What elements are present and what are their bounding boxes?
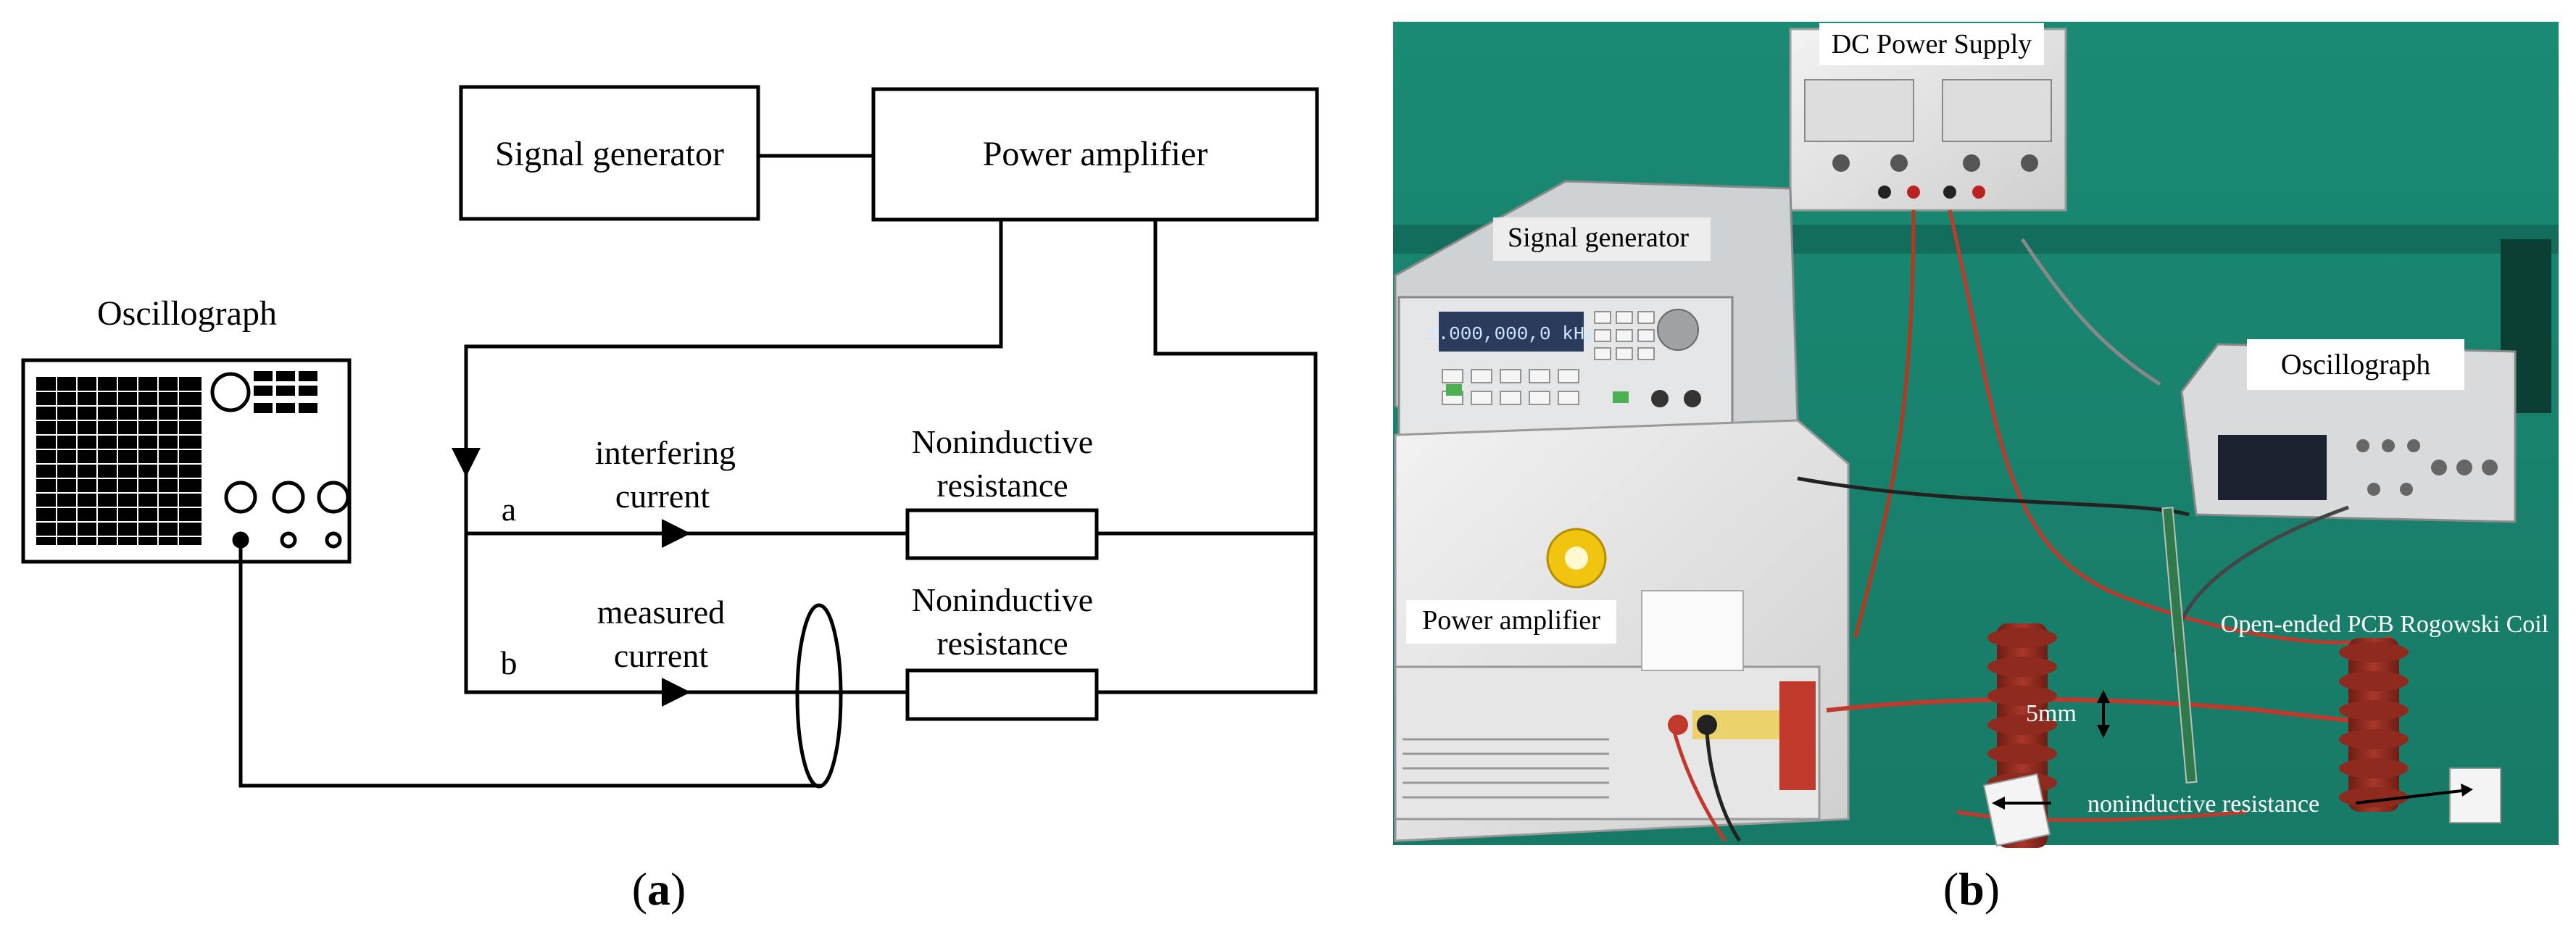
resistor-b: [905, 668, 1099, 721]
oscillograph-button-bank: [254, 371, 317, 413]
oscillograph-screen: [36, 377, 201, 545]
oscillograph-knob-1: [224, 481, 257, 514]
oscillograph-photo-label: Oscillograph: [2281, 348, 2431, 381]
panel-b-caption: (b): [1943, 863, 2000, 915]
power-amplifier-photo-label: Power amplifier: [1422, 605, 1600, 636]
oscillograph-input-1: [232, 531, 249, 549]
gap-label: 5mm: [2026, 700, 2077, 727]
resistor-b-label-line1: Noninductive: [912, 581, 1093, 618]
rogowski-pcb-strip: [2161, 507, 2198, 784]
oscillograph-knob-2: [272, 481, 305, 514]
node-a-label: a: [502, 491, 516, 528]
power-amplifier-instrument: [1394, 419, 1850, 842]
interfering-current-line1: interfering: [595, 434, 736, 471]
oscillograph-photo-label-bg: [2247, 339, 2464, 390]
resistance-arrows: [1992, 784, 2473, 810]
signal-generator-display: 1.000,000,0 kHz: [1426, 323, 1596, 345]
measured-current-line1: measured: [597, 594, 725, 631]
dc-power-supply-label: DC Power Supply: [1832, 29, 2032, 59]
oscillograph-body: [21, 358, 352, 564]
dc-power-supply-label-bg: [1819, 23, 2044, 65]
insulator-right: [2339, 638, 2409, 812]
signal-generator-photo-label-bg: [1493, 217, 1711, 261]
panel-a-labels: Signal generator Power amplifier Oscillo…: [97, 135, 1208, 915]
signal-generator-label: Signal generator: [495, 135, 724, 173]
panel-a-schematic: [21, 85, 1319, 789]
gap-annotation: [2097, 690, 2110, 738]
wire-amp-out-right: [1098, 220, 1318, 694]
panel-a-caption: (a): [632, 863, 686, 915]
oscillograph-screen-grid: [36, 377, 201, 545]
noninductive-resistance-photo-label: noninductive resistance: [2087, 791, 2319, 818]
oscillograph-main-knob: [210, 372, 251, 412]
resistor-a-label-line2: resistance: [936, 467, 1068, 504]
signal-generator-photo-label: Signal generator: [1508, 223, 1689, 253]
oscillograph-input-3: [325, 531, 342, 549]
power-amplifier-label: Power amplifier: [983, 135, 1208, 173]
oscillograph-label: Oscillograph: [97, 294, 277, 333]
rogowski-coil-photo-label: Open-ended PCB Rogowski Coil: [2221, 611, 2548, 638]
resistor-a: [905, 508, 1099, 560]
oscillograph-knob-3: [317, 481, 350, 514]
node-b-label: b: [501, 644, 518, 681]
resistor-b-label-line2: resistance: [936, 625, 1068, 662]
noninductive-resistor-board-left: [1982, 773, 2051, 847]
resistor-a-label-line1: Noninductive: [912, 423, 1093, 460]
power-amplifier-photo-label-bg: [1406, 600, 1616, 644]
measured-current-line2: current: [614, 637, 708, 674]
signal-generator-block: [459, 85, 760, 221]
rogowski-coil-symbol: [795, 603, 843, 789]
wire-coil-to-oscillograph: [238, 540, 820, 788]
interfering-current-line2: current: [615, 478, 710, 515]
noninductive-resistor-board-right: [2449, 768, 2501, 823]
oscillograph-input-2: [280, 531, 297, 549]
panel-b-photo: DC Power Supply 1.000,000,0 kHz Signal g…: [1393, 22, 2559, 915]
